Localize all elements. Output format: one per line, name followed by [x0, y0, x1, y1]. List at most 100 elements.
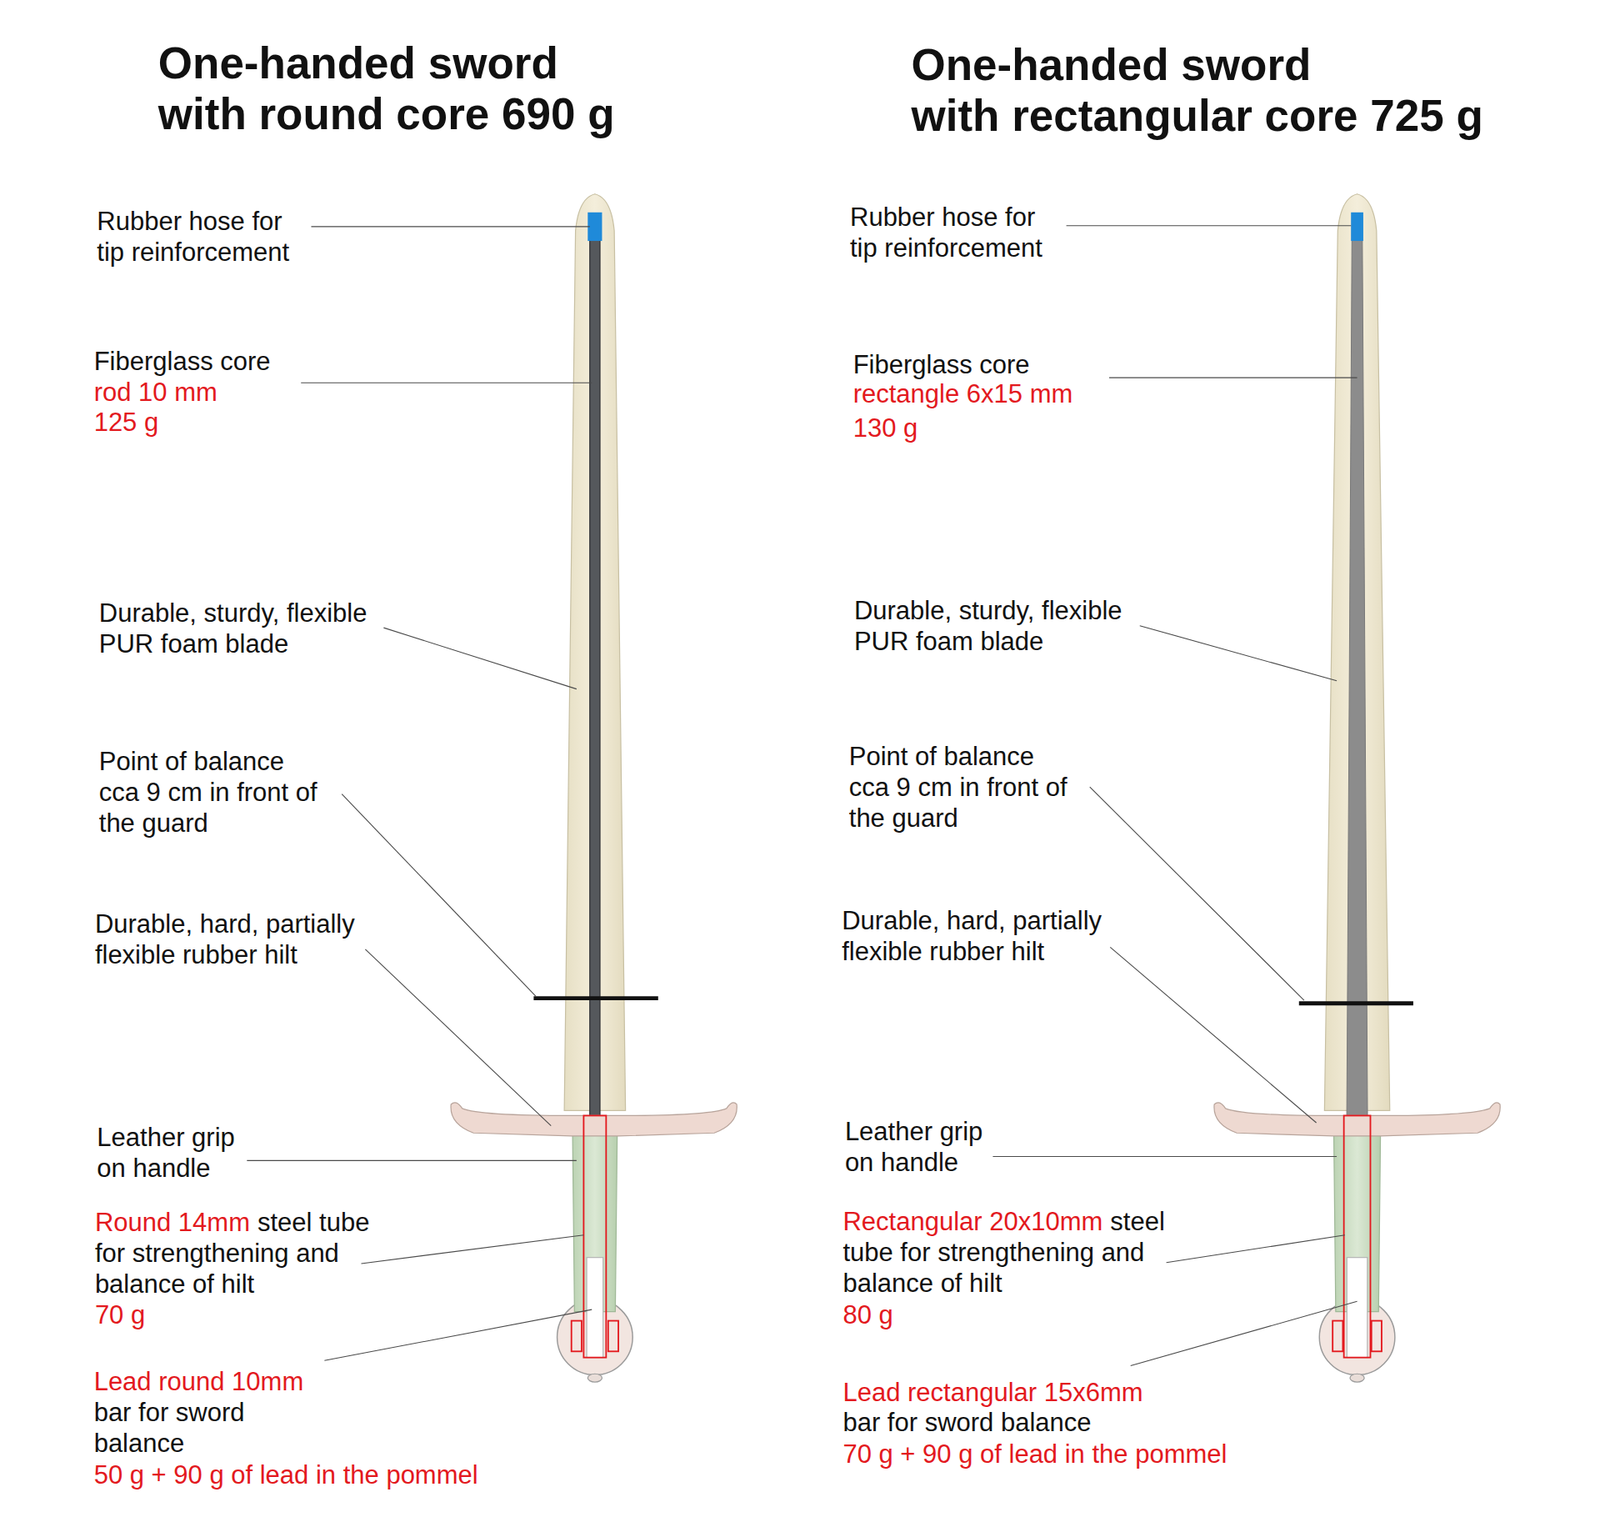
label-text: Leather grip on handle	[845, 1116, 983, 1177]
pommel-button	[1350, 1373, 1365, 1382]
label-text: bar for sword balance	[94, 1397, 245, 1458]
label-text: Point of balance cca 9 cm in front of th…	[849, 741, 1068, 833]
label-text: Leather grip on handle	[96, 1122, 235, 1183]
callout-label: Round 14mm	[95, 1206, 250, 1238]
leader-line	[1109, 377, 1358, 379]
label-text: Durable, sturdy, flexible PUR foam blade	[854, 595, 1123, 656]
callout-label: Durable, sturdy, flexible PUR foam blade	[854, 595, 1146, 657]
label-text: steel tube for strengthening and balance…	[842, 1206, 1165, 1298]
callout-label: steel tube for strengthening and balance…	[842, 1205, 1193, 1299]
wrap-spacer	[1327, 39, 1495, 48]
callout-label: Durable, hard, partially flexible rubber…	[95, 908, 379, 970]
leader-line	[365, 949, 551, 1126]
wrap-spacer	[575, 37, 625, 46]
callout-label: 70 g	[95, 1299, 145, 1330]
label-text: Round 14mm	[95, 1207, 250, 1237]
label-text: 125 g	[94, 407, 160, 437]
label-text: 70 g	[95, 1300, 145, 1330]
label-text: 130 g	[853, 413, 919, 443]
callout-label: Rectangular 20x10mm	[842, 1205, 1103, 1237]
label-text: One-handed sword with rectangular core 7…	[910, 40, 1483, 140]
label-text: 50 g + 90 g of lead in the pommel	[94, 1460, 479, 1490]
balance-line	[533, 995, 658, 1000]
leader-line	[310, 225, 590, 227]
callout-label: 80 g	[842, 1299, 893, 1330]
label-text: Rubber hose for tip reinforcement	[96, 206, 290, 267]
callout-label: Point of balance cca 9 cm in front of th…	[849, 740, 1075, 834]
callout-label: 70 g + 90 g of lead in the pommel	[842, 1438, 1227, 1470]
label-text: Durable, sturdy, flexible PUR foam blade	[99, 598, 368, 659]
label-text: Point of balance cca 9 cm in front of th…	[99, 746, 318, 838]
crossguard	[450, 1102, 737, 1136]
label-text: Lead rectangular 15x6mm	[842, 1377, 1143, 1407]
leader-line	[992, 1155, 1337, 1157]
callout-label: Rubber hose for tip reinforcement	[96, 205, 297, 268]
pommel-button	[587, 1373, 602, 1382]
callout-label: Lead round 10mm	[94, 1365, 305, 1397]
crossguard	[1214, 1102, 1500, 1136]
callout-label: 50 g + 90 g of lead in the pommel	[94, 1459, 479, 1490]
callout-label: Point of balance cca 9 cm in front of th…	[99, 745, 325, 839]
rectangular-core-sword	[1214, 194, 1500, 1382]
label-text: 80 g	[842, 1300, 893, 1330]
label-text: Fiberglass core	[94, 346, 271, 376]
leader-line	[300, 382, 592, 384]
callout-label: steel tube for strengthening and balance…	[95, 1206, 387, 1300]
callout-label: Rubber hose for tip reinforcement	[850, 201, 1050, 264]
label-text: Rubber hose for tip reinforcement	[850, 202, 1043, 263]
callout-label: Leather grip on handle	[845, 1115, 995, 1178]
callout-label: 130 g	[853, 412, 919, 444]
steel-tube	[583, 1115, 606, 1357]
leader-line	[1130, 1300, 1358, 1365]
steel-tube	[1344, 1115, 1371, 1357]
label-text: rod 10 mm	[94, 377, 218, 407]
callout-label: rectangle 6x15 mm	[853, 378, 1074, 410]
label-text: rectangle 6x15 mm	[853, 379, 1074, 409]
label-text: Durable, hard, partially flexible rubber…	[95, 909, 355, 970]
callout-label: rod 10 mm	[94, 376, 218, 408]
title-text: One-handed sword with rectangular core 7…	[910, 39, 1495, 141]
fiberglass-core	[1345, 216, 1369, 1258]
leader-line	[1066, 225, 1352, 226]
leader-line	[1110, 946, 1316, 1123]
callout-label: 125 g	[94, 406, 160, 438]
pommel-lead	[1371, 1320, 1382, 1352]
balance-line	[1299, 1000, 1414, 1005]
label-text: Rectangular 20x10mm	[842, 1206, 1103, 1236]
leader-line	[360, 1235, 584, 1264]
title-text: One-handed sword with round core 690 g	[158, 37, 625, 140]
leader-line	[1166, 1235, 1345, 1263]
leader-line	[246, 1160, 577, 1161]
leader-line	[341, 794, 536, 996]
rubber-tip	[587, 212, 602, 241]
callout-label: Leather grip on handle	[96, 1121, 247, 1184]
callout-label: bar for sword balance	[842, 1406, 1091, 1438]
callout-label: Fiberglass core	[853, 349, 1030, 380]
pommel-lead	[608, 1320, 619, 1352]
leader-lines	[246, 225, 1357, 1366]
callout-label: Durable, sturdy, flexible PUR foam blade	[99, 597, 391, 660]
callout-label: Durable, hard, partially flexible rubber…	[841, 905, 1125, 967]
label-text: steel tube for strengthening and balance…	[95, 1207, 370, 1299]
leader-line	[324, 1309, 592, 1360]
label-text: bar for sword balance	[842, 1407, 1091, 1437]
leader-line	[383, 627, 576, 689]
label-text: 70 g + 90 g of lead in the pommel	[842, 1439, 1227, 1469]
pommel-lead	[571, 1320, 582, 1352]
label-text: Lead round 10mm	[94, 1366, 305, 1396]
round-core-sword	[450, 194, 737, 1382]
fiberglass-core	[590, 216, 600, 1258]
label-text: Durable, hard, partially flexible rubber…	[841, 905, 1102, 966]
lead-bar	[1346, 1257, 1367, 1358]
lead-bar	[586, 1257, 604, 1358]
label-text: One-handed sword with round core 690 g	[158, 38, 615, 139]
callout-label: bar for sword balance	[94, 1396, 278, 1459]
leader-line	[1140, 625, 1337, 681]
label-text: Fiberglass core	[853, 350, 1030, 380]
rubber-tip	[1350, 212, 1364, 241]
callout-label: Lead rectangular 15x6mm	[842, 1376, 1143, 1408]
pommel-lead	[1332, 1320, 1343, 1352]
leader-line	[1090, 786, 1305, 1000]
callout-label: Fiberglass core	[94, 345, 271, 377]
